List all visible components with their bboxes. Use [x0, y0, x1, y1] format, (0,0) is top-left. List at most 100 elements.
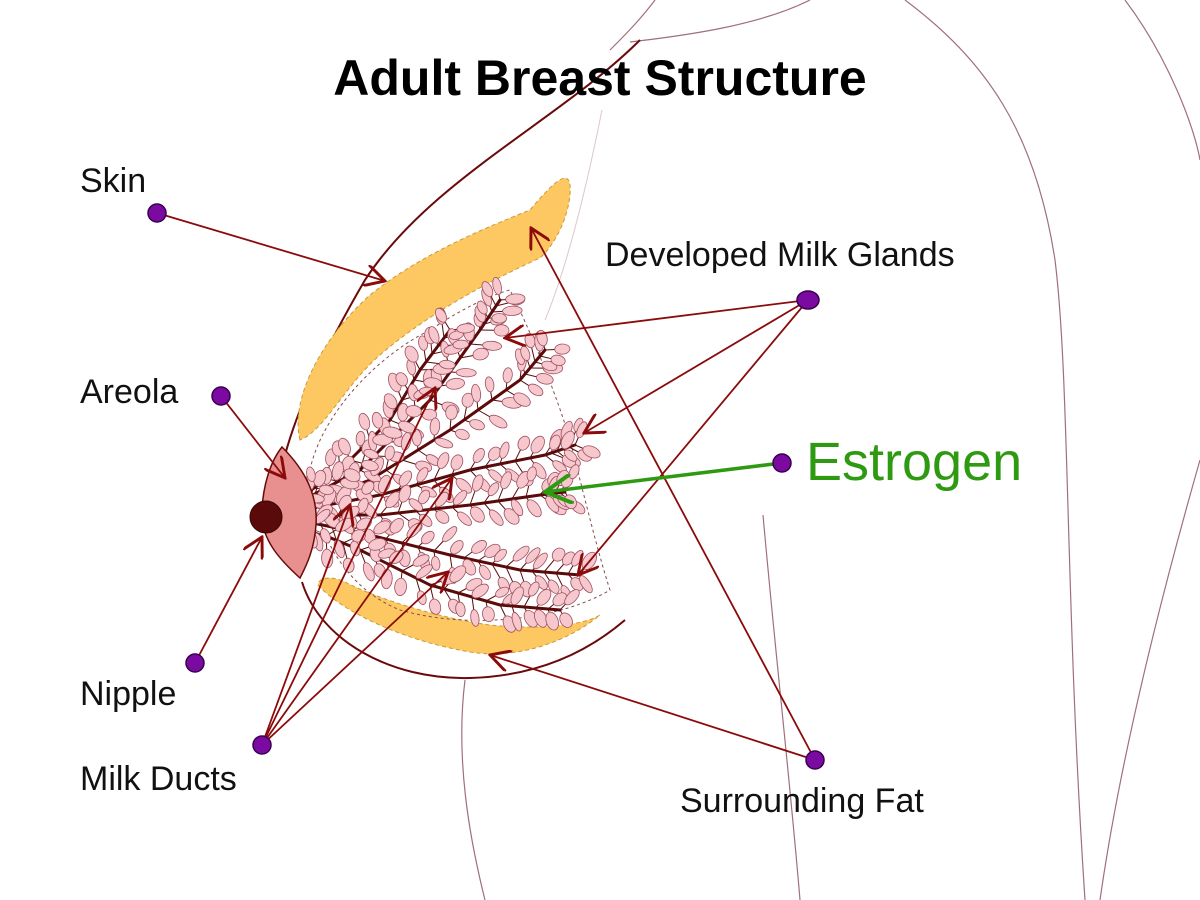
gland-lobule — [510, 586, 524, 606]
gland-lobule — [382, 426, 403, 439]
gland-lobule — [488, 509, 504, 526]
gland-lobule — [482, 606, 495, 623]
gland-lobule — [368, 538, 387, 551]
gland-lobule — [355, 430, 366, 447]
gland-lobule — [481, 281, 494, 298]
gland-lobule — [383, 393, 398, 410]
areola-arrow — [220, 395, 285, 478]
gland-lobule — [306, 466, 316, 483]
gland-lobule — [526, 466, 537, 482]
gland-lobule — [456, 323, 476, 334]
gland-lobule — [394, 577, 407, 596]
gland-lobule — [435, 510, 450, 524]
gland-lobule — [371, 411, 384, 429]
gland-lobule — [338, 437, 351, 456]
gland-lobule — [450, 540, 464, 555]
label-areola: Areola — [80, 373, 178, 411]
gland-lobule — [476, 300, 488, 315]
gland-lobule — [564, 449, 578, 462]
gland-lobule — [349, 540, 361, 557]
gland-lobule — [363, 448, 379, 460]
gland-lobule — [389, 518, 404, 534]
inner-arm-line — [762, 514, 801, 900]
gland-lobule — [455, 478, 473, 494]
gland-lobule — [442, 526, 458, 542]
back-outline — [1124, 0, 1200, 161]
gland-lobule — [535, 373, 554, 385]
gland-lobule — [470, 506, 485, 523]
gland-lobule — [582, 445, 601, 459]
gland-lobule — [533, 552, 548, 570]
gland-lobule — [552, 592, 568, 607]
milk-ducts-arrow-3 — [261, 478, 452, 746]
breast-lower-outline — [301, 581, 626, 680]
skin-marker — [147, 203, 167, 223]
gland-lobule — [502, 367, 513, 384]
gland-lobule — [469, 419, 485, 431]
gland-lobule — [450, 454, 464, 471]
gland-lobule — [429, 417, 441, 436]
gland-lobule — [398, 484, 412, 503]
gland-lobule — [418, 489, 431, 505]
gland-lobule — [470, 609, 480, 627]
milk-glands-arrow-1 — [505, 299, 809, 338]
gland-lobule — [455, 368, 477, 378]
gland-lobule — [384, 445, 395, 461]
shoulder-line — [629, 0, 811, 43]
gland-region-outline — [309, 289, 611, 621]
gland-lobule — [512, 545, 530, 562]
gland-lobule — [434, 437, 454, 449]
milk-ducts-marker — [252, 735, 272, 755]
gland-lobule — [452, 339, 469, 350]
gland-lobule — [526, 499, 542, 518]
gland-lobule — [487, 446, 502, 461]
gland-lobule — [517, 435, 531, 451]
gland-lobule — [412, 554, 430, 567]
gland-lobule — [505, 293, 526, 305]
gland-lobule — [434, 307, 448, 323]
gland-lobule — [487, 482, 500, 497]
nipple-marker — [185, 653, 205, 673]
gland-lobule — [493, 548, 507, 562]
gland-lobule — [453, 490, 468, 506]
gland-lobule — [528, 383, 544, 397]
gland-lobule — [419, 513, 433, 527]
chest-center-line — [544, 109, 603, 321]
gland-lobule — [560, 430, 575, 450]
gland-lobule — [385, 491, 401, 509]
gland-lobule — [549, 434, 561, 451]
gland-lobule — [378, 474, 391, 493]
gland-lobule — [416, 467, 429, 483]
gland-lobule — [395, 372, 408, 387]
gland-lobule — [445, 377, 465, 390]
gland-lobule — [536, 588, 552, 606]
gland-lobule — [559, 612, 573, 628]
gland-lobule — [478, 564, 491, 581]
body-silhouette — [461, 0, 1200, 900]
gland-lobule — [500, 471, 512, 490]
diagram-title: Adult Breast Structure — [333, 50, 866, 106]
leader-arrows — [156, 212, 816, 761]
gland-lobule — [357, 497, 369, 514]
milk-ducts-arrow-2 — [261, 388, 435, 746]
label-developed-milk-glands: Developed Milk Glands — [605, 236, 955, 274]
label-milk-ducts: Milk Ducts — [80, 760, 237, 798]
nipple-arrow — [194, 537, 262, 664]
estrogen-marker — [772, 453, 792, 473]
milk-glands-arrow-3 — [578, 299, 809, 575]
gland-lobule — [547, 579, 560, 594]
gland-lobule — [545, 611, 559, 631]
gland-lobule — [404, 345, 419, 363]
gland-lobule — [493, 324, 510, 337]
gland-lobule — [461, 392, 474, 408]
gland-lobule — [428, 326, 440, 344]
gland-lobule — [472, 474, 484, 492]
torso-left-line — [461, 679, 486, 900]
gland-lobule — [437, 452, 450, 469]
gland-lobule — [398, 470, 413, 487]
gland-lobule — [528, 581, 540, 597]
gland-lobule — [472, 448, 485, 463]
gland-lobule — [455, 428, 470, 440]
skin-arrow — [156, 212, 385, 281]
